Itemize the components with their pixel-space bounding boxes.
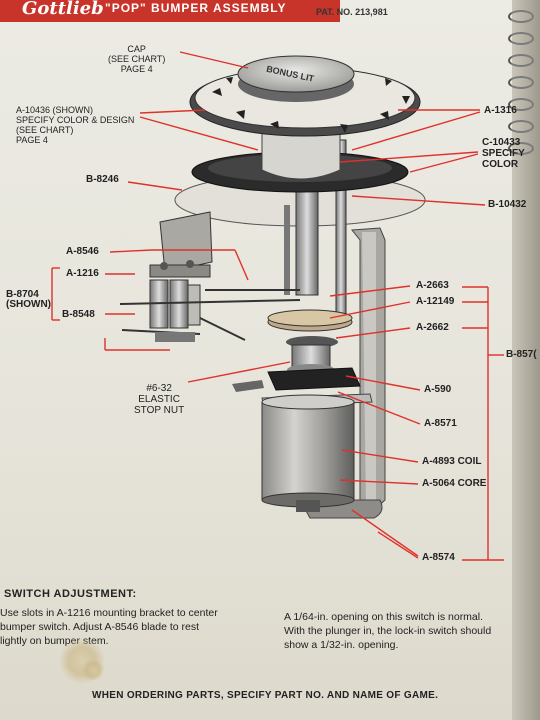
- label-stop-nut: #6-32 ELASTIC STOP NUT: [134, 383, 185, 416]
- label-a4893: A-4893 COIL: [422, 456, 482, 467]
- bumper-cap: BONUS LIT: [237, 55, 355, 102]
- frame-bracket: [299, 227, 386, 519]
- leader-lines: [51, 51, 504, 561]
- page-title: "POP" BUMPER ASSEMBLY: [105, 1, 287, 15]
- paper-stain: [80, 660, 106, 680]
- binding-ring: [508, 142, 534, 155]
- label-b8704: B-8704 (SHOWN): [6, 289, 51, 310]
- switch-bracket: [119, 211, 301, 342]
- binding-ring: [508, 120, 534, 133]
- binding-ring: [508, 76, 534, 89]
- coil: [261, 394, 355, 512]
- ordering-note: WHEN ORDERING PARTS, SPECIFY PART NO. AN…: [92, 690, 439, 701]
- label-a12149: A-12149: [416, 296, 455, 307]
- binding-ring: [508, 98, 534, 111]
- label-b8548: B-8548: [62, 309, 95, 320]
- label-a1316: A-1316: [484, 105, 517, 116]
- label-c10433: C-10433 SPECIFY COLOR: [482, 137, 525, 170]
- label-a1216: A-1216: [66, 268, 99, 279]
- label-b8576: B-857(: [506, 349, 537, 360]
- binding-ring: [508, 10, 534, 23]
- label-a590: A-590: [424, 384, 452, 395]
- label-b8246: B-8246: [86, 174, 119, 185]
- label-cap: CAP (SEE CHART) PAGE 4: [108, 44, 166, 74]
- bumper-body: [261, 129, 341, 180]
- label-b10432: B-10432: [488, 199, 527, 210]
- spiral-binding: [508, 0, 540, 720]
- switch-adjustment-title: SWITCH ADJUSTMENT:: [4, 588, 137, 600]
- plunger-washers: [267, 309, 353, 376]
- label-a5064: A-5064 CORE: [422, 478, 487, 489]
- gottlieb-logo: Gottlieb: [22, 0, 104, 19]
- patent-number: PAT. NO. 213,981: [316, 7, 388, 17]
- label-a8571: A-8571: [424, 418, 457, 429]
- switch-instructions-left: Use slots in A-1216 mounting bracket to …: [0, 607, 218, 647]
- label-a8546: A-8546: [66, 246, 99, 257]
- switch-instructions-right: A 1/64-in. opening on this switch is nor…: [284, 611, 492, 651]
- label-a8574: A-8574: [422, 552, 455, 563]
- label-a10436: A-10436 (SHOWN) SPECIFY COLOR & DESIGN (…: [16, 105, 135, 145]
- label-a2662: A-2662: [416, 322, 449, 333]
- plunger-stem: [284, 139, 347, 321]
- binding-ring: [508, 54, 534, 67]
- binding-ring: [508, 32, 534, 45]
- header-banner: Gottlieb "POP" BUMPER ASSEMBLY: [0, 0, 340, 22]
- label-a2663: A-2663: [416, 280, 449, 291]
